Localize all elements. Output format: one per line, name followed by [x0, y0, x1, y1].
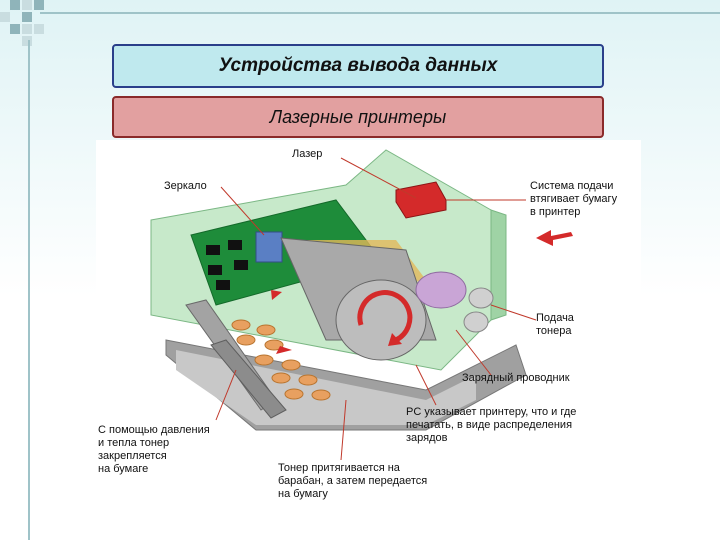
- side-rule: [28, 40, 30, 540]
- slide-title: Устройства вывода данных: [112, 44, 604, 88]
- toner-cartridge: [415, 271, 467, 309]
- label-drum-transfer: Тонер притягивается на барабан, а затем …: [278, 462, 428, 500]
- housing-right-wall: [490, 209, 507, 321]
- label-corona-wire: Зарядный проводник: [462, 372, 570, 384]
- printer-illustration: [150, 149, 573, 461]
- toner-dots: [231, 319, 331, 401]
- leader-lines: [215, 157, 537, 461]
- label-pc-instruction: PC указывает принтеру, что и где печатат…: [406, 406, 577, 444]
- chip: [234, 260, 248, 270]
- mirror-unit: [255, 231, 283, 263]
- chip: [216, 280, 230, 290]
- chip: [228, 240, 242, 250]
- paper-feed-arrow: [536, 230, 573, 246]
- label-mirror: Зеркало: [164, 180, 207, 192]
- label-laser: Лазер: [292, 148, 323, 160]
- label-paper-feed: Система подачи втягивает бумагу в принте…: [530, 180, 618, 218]
- fuser-roller: [210, 339, 287, 419]
- label-toner-feed: Подача тонера: [536, 312, 574, 337]
- photo-drum: [280, 237, 437, 361]
- paper-path-arrow: [276, 346, 292, 354]
- paper-path-arrow: [271, 290, 282, 300]
- laser-unit: [395, 181, 447, 219]
- roller: [463, 311, 489, 333]
- slide-subtitle: Лазерные принтеры: [112, 96, 604, 138]
- chip: [206, 245, 220, 255]
- label-fuser: С помощью давления и тепла тонер закрепл…: [98, 424, 210, 475]
- chip: [208, 265, 222, 275]
- roller: [468, 287, 494, 309]
- header-rule: [40, 12, 720, 14]
- corner-decoration: [0, 0, 60, 50]
- laser-printer-diagram: Лазер Зеркало Система подачи втягивает б…: [96, 140, 641, 518]
